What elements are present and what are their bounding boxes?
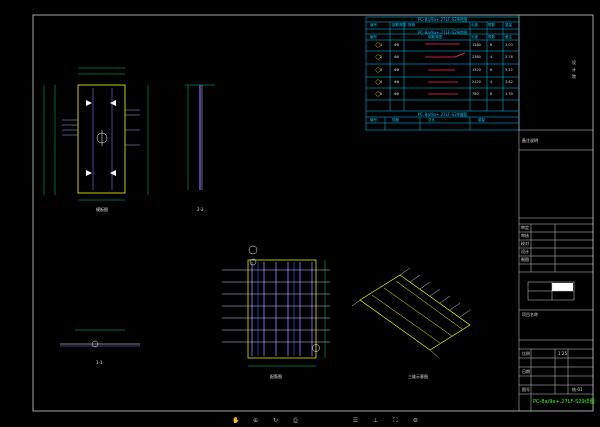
table-title-3: PC-8a/9a+.27LF-S29钢筋	[418, 112, 468, 117]
settings-icon[interactable]: ⚙	[412, 417, 419, 424]
table-cell-id: 1	[380, 43, 383, 47]
table-cell-id: 4	[380, 80, 383, 84]
scale-label: 比例	[522, 351, 530, 356]
fullscreen-icon[interactable]: ⛶	[393, 417, 398, 424]
table-cell-w: 3.76	[505, 55, 513, 59]
rebar-view-label: 配筋图	[270, 374, 282, 379]
table-cell-w: 3.82	[505, 80, 513, 84]
table-cell-n: 8	[490, 92, 493, 96]
date-label: 日期	[522, 369, 530, 374]
note-label: 备注说明	[522, 138, 538, 143]
header-spec: 规格	[408, 23, 415, 27]
header-sketch: 钢筋简图	[392, 23, 406, 27]
table-cell-spec: Φ6	[394, 92, 399, 96]
table-cell-n: 4	[490, 55, 493, 59]
rebar-layout-view	[222, 245, 330, 367]
title-block-logo	[527, 281, 575, 301]
header-length: 长度	[471, 23, 478, 27]
drawing-name: PC-8a/9a+.27LF-S29详图	[533, 399, 595, 405]
summary-header-id: 编号	[370, 118, 377, 122]
header-notes-2: 备注	[505, 35, 512, 39]
summary-header-spec: 规格	[392, 118, 399, 122]
rotate-icon[interactable]: ↻	[272, 417, 279, 424]
scale-value: 1:25	[558, 351, 567, 356]
sign-row-label: 制图	[521, 257, 529, 262]
header-length-2: 长度	[471, 35, 478, 39]
company-line-3: 院	[572, 74, 576, 79]
table-cell-n: 6	[490, 68, 493, 72]
table-rebar-sketches	[425, 43, 466, 95]
table-cell-n: 6	[490, 43, 493, 47]
table-cell-id: 3	[380, 68, 383, 72]
zoom-icon[interactable]: ⊕	[252, 417, 259, 424]
company-line-1: 设	[572, 60, 576, 65]
table-row-markers	[375, 42, 381, 97]
header-count-2: 根数	[488, 35, 495, 39]
table-cell-len: 1280	[472, 43, 481, 47]
table-cell-w: 3.12	[505, 68, 513, 72]
table-cell-len: 1320	[472, 68, 481, 72]
table-cell-id: 5	[380, 92, 383, 96]
sheet-value: 结-01	[572, 387, 583, 392]
section-view	[60, 329, 140, 348]
hand-icon[interactable]: ✋	[232, 417, 240, 424]
viewer-toolbar: ✋ ⊕ ↻ ⎙ ☰ ⟂ ⛶ ⚙	[0, 414, 600, 427]
company-line-2: 计	[572, 67, 576, 72]
plan-view	[43, 67, 149, 201]
drawing-border	[32, 14, 594, 412]
isometric-view	[351, 267, 471, 358]
summary-header-length: 总长	[428, 118, 435, 122]
sign-row-label: 审定	[521, 225, 529, 230]
header-id: 编号	[370, 23, 377, 27]
sheet-label: 图号	[522, 387, 530, 392]
table-cell-spec: Φ8	[394, 80, 399, 84]
sign-row-label: 设计	[521, 249, 529, 254]
section-view-label: 1-1	[96, 360, 103, 365]
table-cell-len: 780	[472, 92, 479, 96]
table-cell-spec: Φ8	[394, 55, 399, 59]
table-title-2: PC-8a/9a+.27LF-S29底图	[418, 30, 468, 35]
table-title-1: PC-8a/9a+.27LF-S29明细	[418, 17, 468, 22]
side-view-label: 2-2	[197, 207, 204, 212]
table-cell-w: 3.03	[505, 43, 513, 47]
isometric-view-label: 三维示意图	[408, 374, 428, 379]
table-cell-w: 1.39	[505, 92, 513, 96]
project-label: 项目名称	[522, 312, 538, 317]
header-count: 根数	[488, 23, 495, 27]
table-cell-n: 4	[490, 80, 493, 84]
header-weight: 重量	[505, 23, 512, 27]
measure-icon[interactable]: ⟂	[373, 417, 378, 424]
table-cell-id: 2	[380, 55, 383, 59]
table-cell-len: 2380	[472, 55, 481, 59]
table-cell-len: 2420	[472, 80, 481, 84]
side-view	[185, 84, 215, 190]
table-cell-spec: Φ8	[394, 43, 399, 47]
table-cell-spec: Φ8	[394, 68, 399, 72]
print-icon[interactable]: ⎙	[293, 417, 298, 424]
plan-view-label: 模板图	[96, 207, 108, 212]
header-id-2: 编号	[370, 35, 377, 39]
rebar-schedule-table	[365, 16, 520, 131]
title-block	[518, 15, 593, 411]
sign-row-label: 审核	[521, 233, 529, 238]
layer-icon[interactable]: ☰	[352, 417, 359, 424]
summary-header-weight: 重量	[478, 118, 485, 122]
header-sketch-2: 钢筋简图	[428, 35, 442, 39]
sign-row-label: 校对	[521, 241, 529, 246]
